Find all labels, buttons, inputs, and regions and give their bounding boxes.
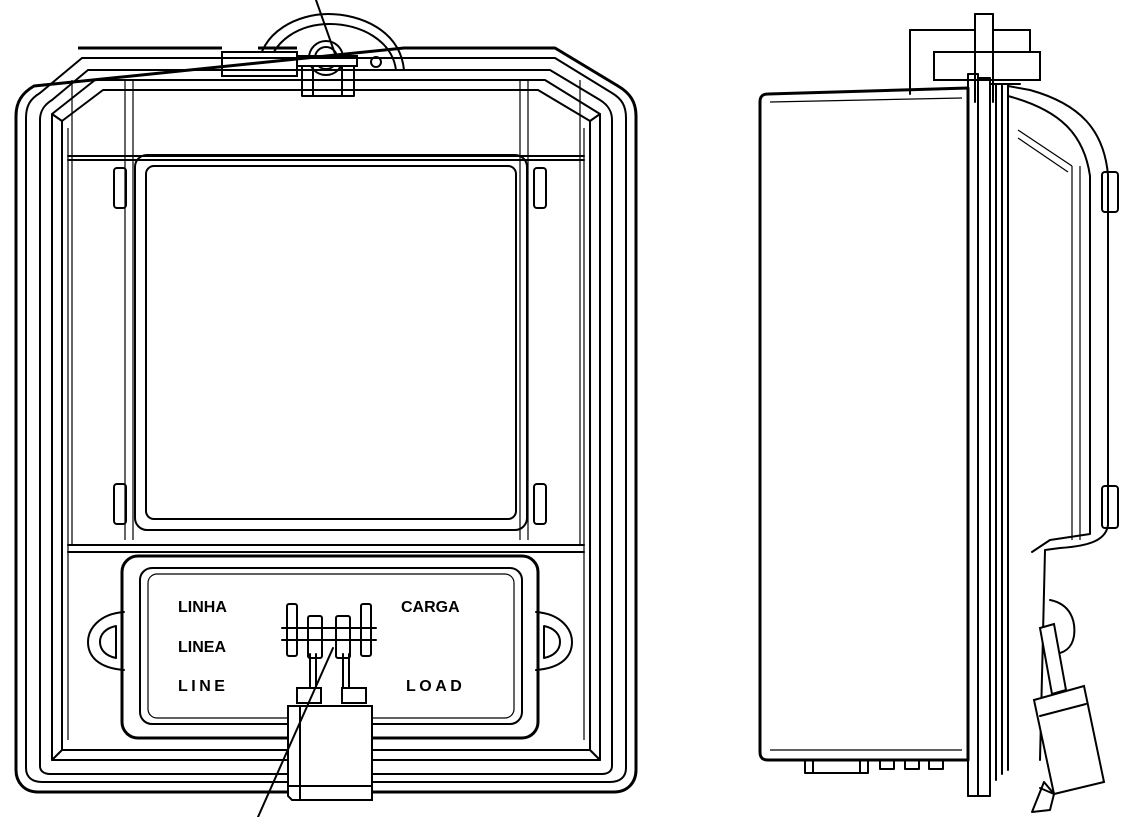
label-carga: CARGA	[401, 599, 460, 616]
terminal-cover-ears	[87, 611, 573, 671]
leader-line-bottom	[257, 647, 334, 817]
side-view	[758, 13, 1119, 813]
front-window	[134, 154, 528, 531]
front-inner-frame	[51, 79, 601, 761]
terminal-links	[281, 603, 377, 691]
front-outer-casing	[14, 46, 638, 794]
side-flange	[967, 73, 1021, 797]
front-view: LINHA LINEA LINE CARGA LOAD	[14, 0, 638, 817]
side-padlock	[1031, 622, 1106, 813]
label-load: LOAD	[406, 678, 465, 695]
front-padlock	[287, 687, 373, 801]
label-line: LINE	[178, 678, 228, 695]
side-cover	[1007, 85, 1119, 761]
label-linha: LINHA	[178, 599, 227, 616]
label-linea: LINEA	[178, 639, 226, 656]
side-top-seal	[909, 13, 1041, 103]
side-body	[758, 86, 970, 774]
front-side-tabs	[113, 167, 547, 525]
